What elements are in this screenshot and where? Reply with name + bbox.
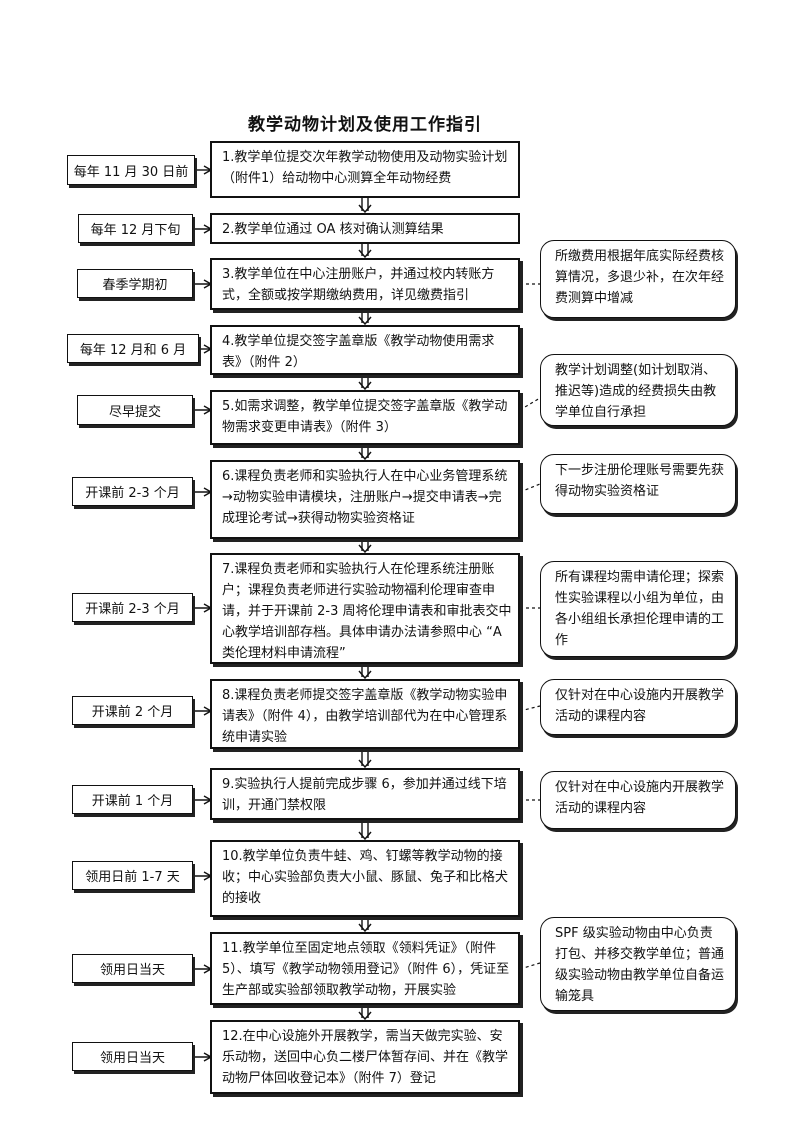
note-box-7: SPF 级实验动物由中心负责打包、并移交教学单位；普通级实验动物由教学单位自备运…: [540, 917, 736, 1011]
note-box-5: 仅针对在中心设施内开展教学活动的课程内容: [540, 679, 736, 735]
arrow-1-2: [358, 198, 372, 214]
step-box-9: 9.实验执行人提前完成步骤 6，参加并通过线下培训，开通门禁权限: [210, 768, 520, 820]
step-box-6: 6.课程负责老师和实验执行人在中心业务管理系统→动物实验申请模块，注册账户→提交…: [210, 460, 520, 539]
arrow-5-6: [358, 445, 372, 461]
timing-box-2: 每年 12 月下旬: [78, 214, 193, 243]
step-box-2: 2.教学单位通过 OA 核对确认测算结果: [210, 213, 520, 244]
timing-box-9: 开课前 1 个月: [72, 785, 193, 814]
note-box-3: 下一步注册伦理账号需要先获得动物实验资格证: [540, 454, 736, 514]
timing-box-1: 每年 11 月 30 日前: [67, 155, 195, 185]
timing-box-6: 开课前 2-3 个月: [72, 477, 193, 506]
timing-connectors: [193, 170, 210, 1057]
arrow-10-11: [358, 917, 372, 933]
timing-box-8: 开课前 2 个月: [72, 696, 193, 725]
note-box-6: 仅针对在中心设施内开展教学活动的课程内容: [540, 771, 736, 829]
arrow-7-8: [358, 664, 372, 680]
arrow-2-3: [358, 244, 372, 259]
note-connectors: [519, 283, 541, 970]
arrow-3-4: [358, 310, 372, 326]
arrow-9-10: [358, 820, 372, 841]
timing-box-12: 领用日当天: [72, 1042, 193, 1071]
step-box-4: 4.教学单位提交签字盖章版《教学动物使用需求表》（附件 2）: [210, 325, 520, 375]
arrow-6-7: [358, 539, 372, 554]
step-box-12: 12.在中心设施外开展教学，需当天做完实验、安乐动物，送回中心负二楼尸体暂存间、…: [210, 1020, 520, 1094]
page-title: 教学动物计划及使用工作指引: [248, 115, 482, 135]
note-box-2: 教学计划调整(如计划取消、推迟等)造成的经费损失由教学单位自行承担: [540, 354, 736, 426]
note-box-1: 所缴费用根据年底实际经费核算情况，多退少补，在次年经费测算中增减: [540, 240, 736, 318]
timing-box-7: 开课前 2-3 个月: [72, 593, 193, 622]
timing-box-5: 尽早提交: [77, 395, 193, 425]
timing-box-4: 每年 12 月和 6 月: [67, 334, 199, 363]
note-box-4: 所有课程均需申请伦理；探索性实验课程以小组为单位，由各小组组长承担伦理申请的工作: [540, 561, 736, 657]
step-box-5: 5.如需求调整，教学单位提交签字盖章版《教学动物需求变更申请表》（附件 3）: [210, 390, 520, 445]
step-box-10: 10.教学单位负责牛蛙、鸡、钉螺等教学动物的接收；中心实验部负责大小鼠、豚鼠、兔…: [210, 840, 520, 917]
step-box-11: 11.教学单位至固定地点领取《领料凭证》（附件 5）、填写《教学动物领用登记》（…: [210, 932, 520, 1005]
step-box-7: 7.课程负责老师和实验执行人在伦理系统注册账户；课程负责老师进行实验动物福利伦理…: [210, 553, 520, 664]
step-box-1: 1.教学单位提交次年教学动物使用及动物实验计划（附件1）给动物中心测算全年动物经…: [210, 141, 520, 198]
arrow-4-5: [358, 375, 372, 391]
arrow-11-12: [358, 1005, 372, 1021]
arrow-8-9: [358, 749, 372, 769]
timing-box-10: 领用日前 1-7 天: [72, 861, 193, 890]
step-box-8: 8.课程负责老师提交签字盖章版《教学动物实验申请表》（附件 4），由教学培训部代…: [210, 679, 520, 749]
timing-box-11: 领用日当天: [72, 954, 193, 983]
step-box-3: 3.教学单位在中心注册账户，并通过校内转账方式，全额或按学期缴纳费用，详见缴费指…: [210, 258, 520, 310]
timing-box-3: 春季学期初: [77, 269, 193, 298]
